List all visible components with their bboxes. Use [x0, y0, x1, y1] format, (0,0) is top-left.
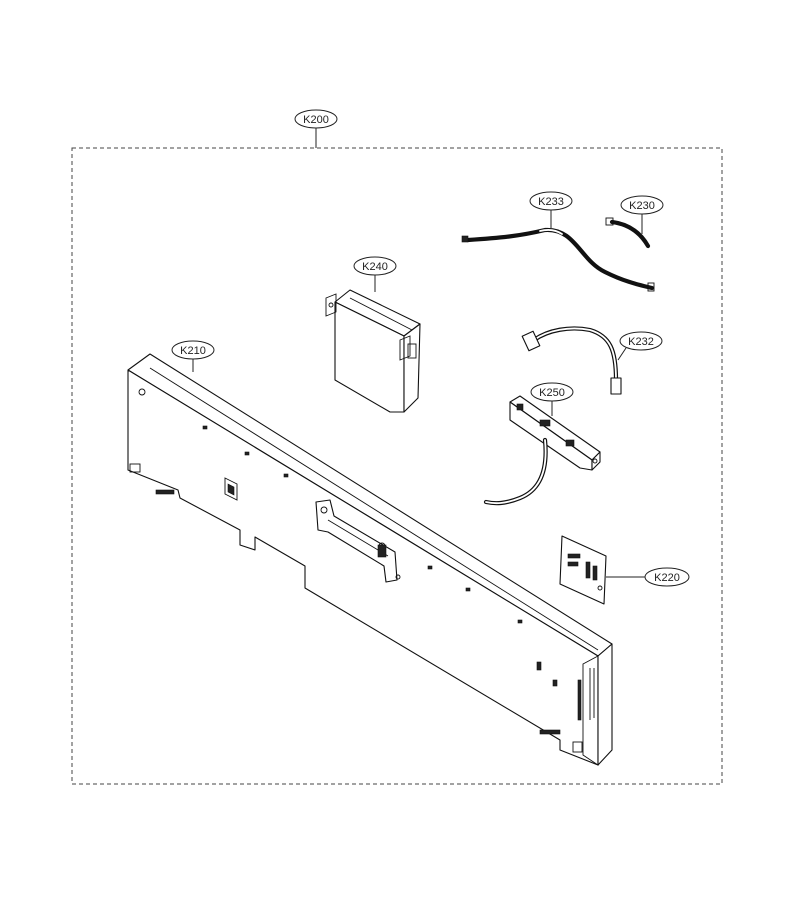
- callout-k220: K220: [606, 567, 690, 587]
- svg-text:K250: K250: [539, 387, 565, 399]
- callout-k233: K233: [529, 191, 573, 228]
- harness-k232-part: [521, 326, 622, 395]
- svg-text:K200: K200: [303, 114, 329, 126]
- svg-text:K220: K220: [654, 572, 680, 584]
- callout-k230: K230: [620, 195, 664, 234]
- svg-text:K230: K230: [629, 200, 655, 212]
- label-plate-part: [559, 535, 607, 605]
- connector-part: [483, 395, 601, 506]
- callout-k210: K210: [171, 340, 215, 372]
- callout-k232: K232: [617, 331, 663, 361]
- harness-k230-part: [605, 217, 651, 249]
- assembly-boundary: [71, 147, 723, 785]
- svg-text:K233: K233: [538, 196, 564, 208]
- svg-text:K240: K240: [362, 261, 388, 273]
- svg-text:K210: K210: [180, 345, 206, 357]
- callout-k250: K250: [530, 382, 574, 416]
- module-part: [325, 289, 421, 413]
- harness-k233-part: [461, 227, 655, 292]
- svg-text:K232: K232: [628, 336, 654, 348]
- callout-k200: K200: [294, 109, 338, 148]
- callout-k240: K240: [353, 256, 397, 292]
- control-panel-part: [127, 353, 613, 766]
